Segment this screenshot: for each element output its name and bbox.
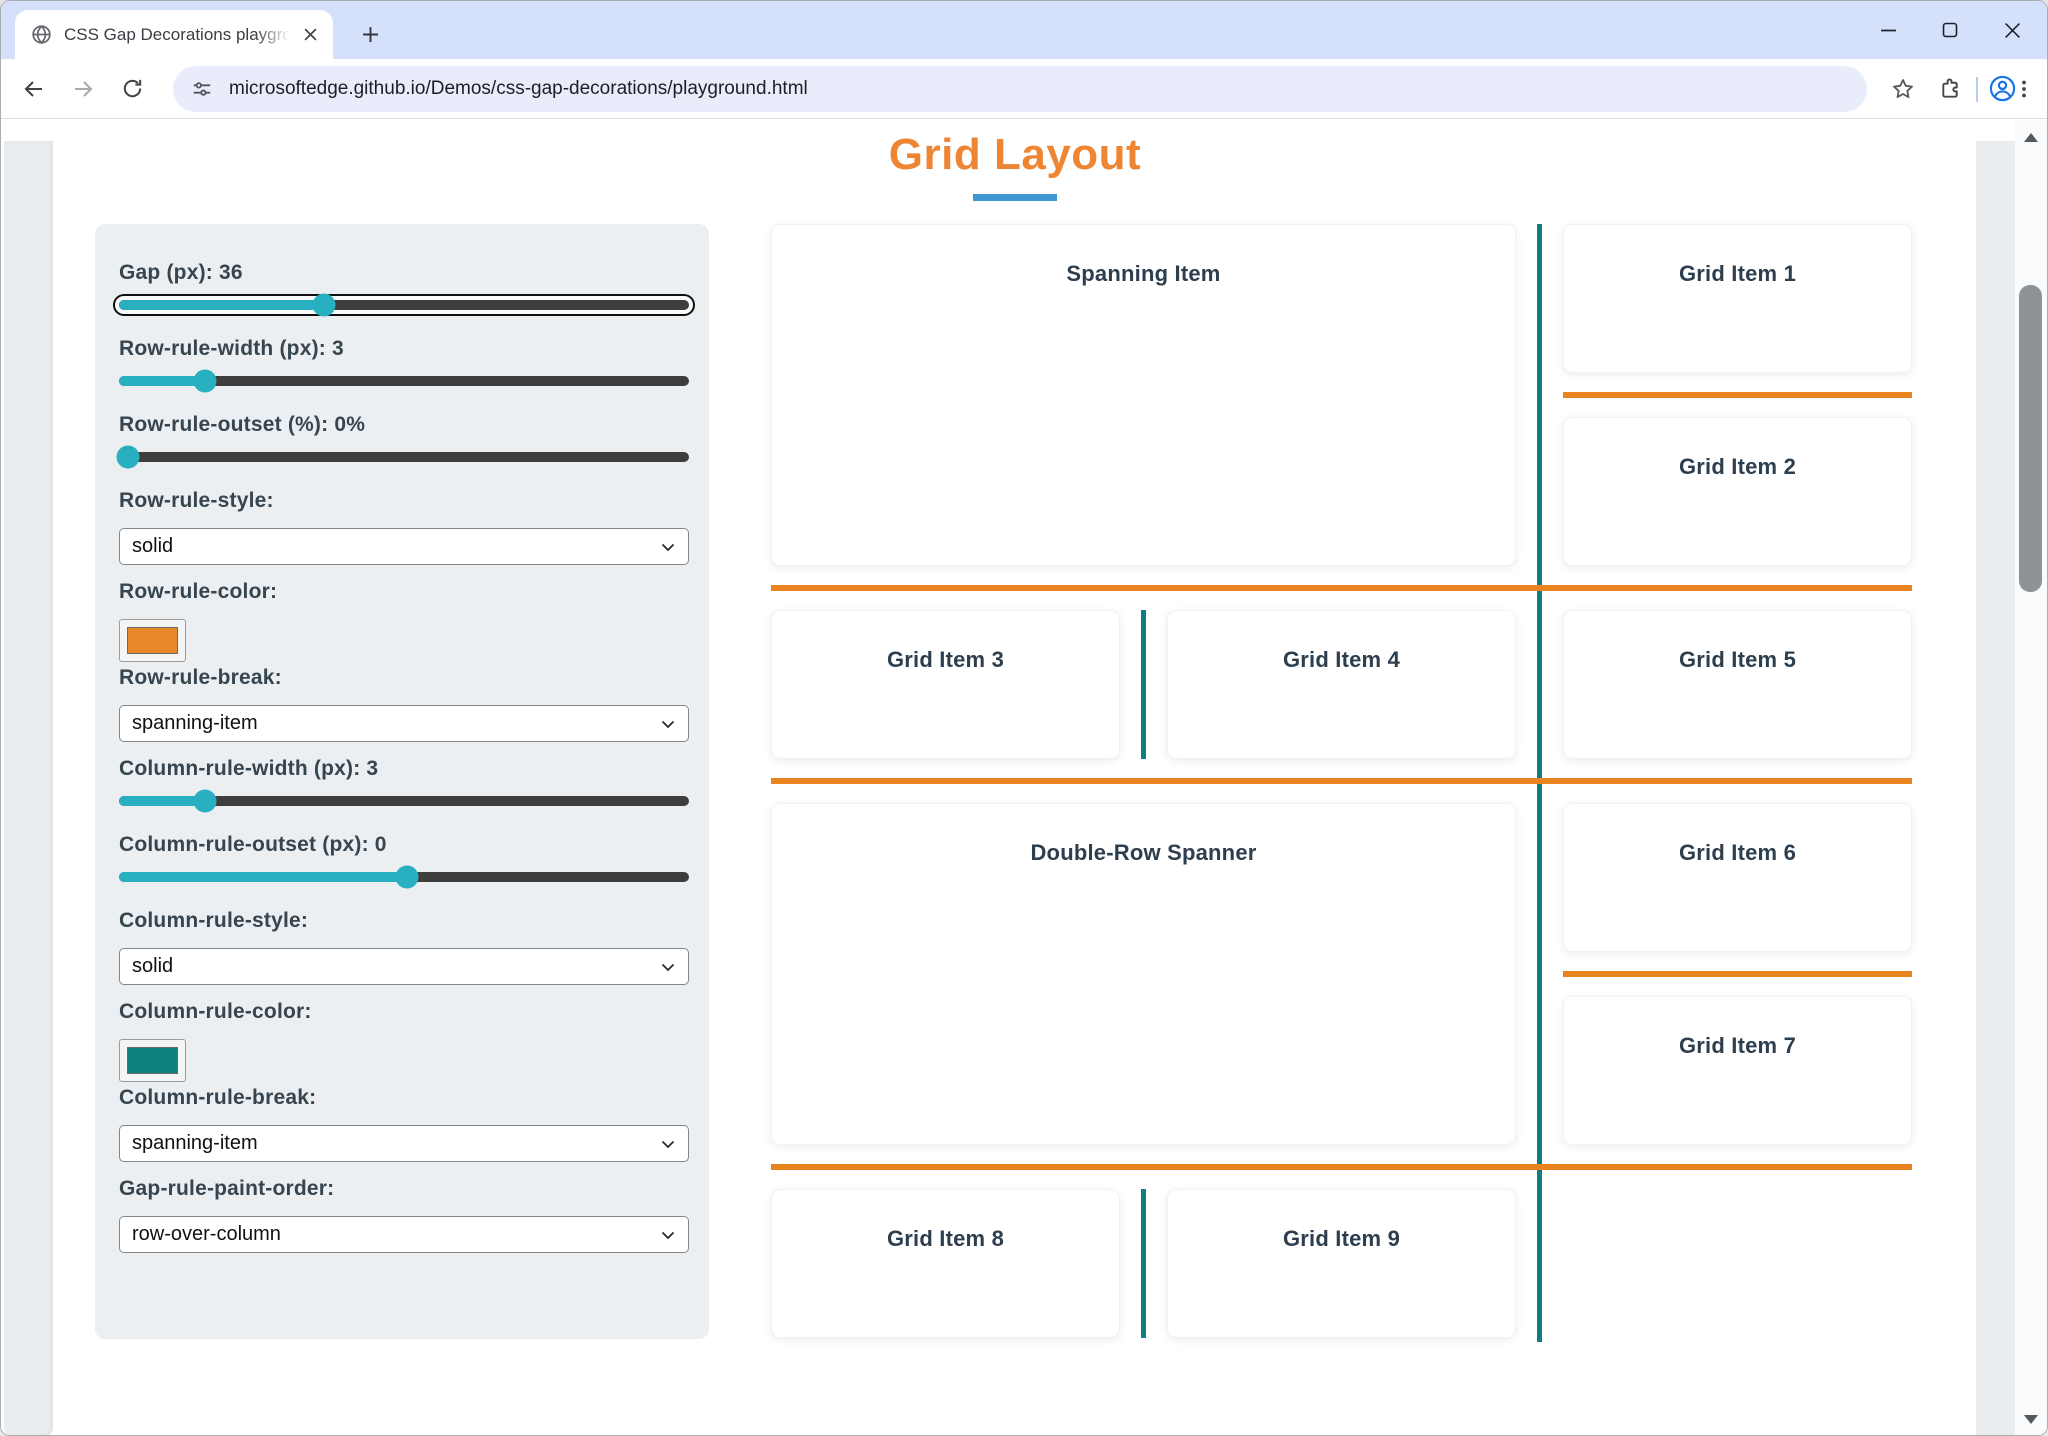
- demo-grid: Spanning Item Grid Item 1 Grid Item 2 Gr…: [771, 224, 1912, 1338]
- row-rule-color-label: Row-rule-color:: [119, 580, 278, 603]
- chevron-down-icon: [660, 1136, 676, 1152]
- column-rule-outset-slider[interactable]: [119, 865, 689, 889]
- menu-dots-icon[interactable]: [2005, 70, 2043, 108]
- vertical-scrollbar[interactable]: [2015, 120, 2047, 1435]
- extensions-puzzle-icon[interactable]: [1931, 70, 1969, 108]
- grid-card-spanning-item: Spanning Item: [771, 224, 1516, 566]
- grid-card-2: Grid Item 2: [1563, 417, 1912, 566]
- browser-toolbar: microsoftedge.github.io/Demos/css-gap-de…: [1, 59, 2047, 119]
- gap-slider[interactable]: [119, 293, 689, 317]
- right-gutter: [1976, 141, 2015, 1435]
- new-tab-button[interactable]: [353, 17, 387, 51]
- scroll-up-icon[interactable]: [2015, 120, 2047, 154]
- grid-card-1: Grid Item 1: [1563, 224, 1912, 373]
- site-settings-icon[interactable]: [191, 78, 213, 100]
- back-button[interactable]: [15, 70, 53, 108]
- scrollbar-thumb[interactable]: [2019, 285, 2042, 592]
- scroll-down-icon[interactable]: [2015, 1402, 2047, 1435]
- column-rule-width-slider[interactable]: [119, 789, 689, 813]
- active-tab[interactable]: CSS Gap Decorations playground: [15, 10, 333, 59]
- reload-button[interactable]: [113, 70, 151, 108]
- title-underline: [973, 194, 1057, 201]
- row-rule-break-label: Row-rule-break:: [119, 666, 282, 689]
- slider-thumb[interactable]: [312, 293, 336, 317]
- grid-card-5: Grid Item 5: [1563, 610, 1912, 759]
- row-rule-width-label: Row-rule-width (px): 3: [119, 337, 344, 360]
- slider-thumb[interactable]: [395, 865, 419, 889]
- grid-card-3: Grid Item 3: [771, 610, 1120, 759]
- tab-strip: CSS Gap Decorations playground: [1, 1, 2047, 59]
- grid-card-7: Grid Item 7: [1563, 996, 1912, 1145]
- row-rule-color-swatch: [127, 627, 178, 654]
- column-rule-outset-label: Column-rule-outset (px): 0: [119, 833, 387, 856]
- chevron-down-icon: [660, 716, 676, 732]
- chevron-down-icon: [660, 1227, 676, 1243]
- grid-card-9: Grid Item 9: [1167, 1189, 1516, 1338]
- column-rule-color-label: Column-rule-color:: [119, 1000, 312, 1023]
- column-rule-style-label: Column-rule-style:: [119, 909, 309, 932]
- left-gutter: [4, 141, 53, 1435]
- gap-label: Gap (px): 36: [119, 261, 243, 284]
- grid-card-8: Grid Item 8: [771, 1189, 1120, 1338]
- slider-thumb[interactable]: [116, 445, 140, 469]
- chevron-down-icon: [660, 959, 676, 975]
- controls-panel: Gap (px): 36 Row-rule-width (px): 3 Row-…: [95, 224, 709, 1339]
- grid-card-4: Grid Item 4: [1167, 610, 1516, 759]
- row-rule-outset-label: Row-rule-outset (%): 0%: [119, 413, 366, 436]
- column-rule-width-label: Column-rule-width (px): 3: [119, 757, 379, 780]
- column-rule-break-label: Column-rule-break:: [119, 1086, 317, 1109]
- grid-card-6: Grid Item 6: [1563, 803, 1912, 952]
- row-rule-width-slider[interactable]: [119, 369, 689, 393]
- slider-thumb[interactable]: [193, 369, 216, 393]
- row-rule-style-select[interactable]: solid: [119, 528, 689, 565]
- gap-rule-paint-order-select[interactable]: row-over-column: [119, 1216, 689, 1253]
- url-text[interactable]: microsoftedge.github.io/Demos/css-gap-de…: [229, 78, 808, 99]
- chevron-down-icon: [660, 539, 676, 555]
- maximize-button[interactable]: [1919, 1, 1981, 59]
- page-title: Grid Layout: [888, 130, 1142, 179]
- column-rule-style-select[interactable]: solid: [119, 948, 689, 985]
- toolbar-divider: [1976, 77, 1978, 102]
- bookmark-star-icon[interactable]: [1884, 70, 1922, 108]
- tab-title: CSS Gap Decorations playground: [64, 24, 297, 44]
- column-rule-color-swatch: [127, 1047, 178, 1074]
- profile-avatar-icon[interactable]: [1983, 70, 2021, 108]
- gap-rule-paint-order-label: Gap-rule-paint-order:: [119, 1177, 335, 1200]
- minimize-button[interactable]: [1857, 1, 1919, 59]
- address-bar[interactable]: microsoftedge.github.io/Demos/css-gap-de…: [173, 66, 1867, 112]
- column-rule-color-input[interactable]: [119, 1039, 186, 1082]
- grid-card-double-row-spanner: Double-Row Spanner: [771, 803, 1516, 1145]
- forward-button[interactable]: [64, 70, 102, 108]
- globe-favicon-icon: [31, 24, 52, 45]
- row-rule-style-label: Row-rule-style:: [119, 489, 274, 512]
- slider-thumb[interactable]: [193, 789, 216, 813]
- page-content: Grid Layout Gap (px): 36 Row-rule-width …: [1, 120, 2047, 1435]
- row-rule-outset-slider[interactable]: [116, 445, 689, 469]
- row-rule-break-select[interactable]: spanning-item: [119, 705, 689, 742]
- tab-close-icon[interactable]: [297, 22, 323, 48]
- close-window-button[interactable]: [1981, 1, 2043, 59]
- column-rule-break-select[interactable]: spanning-item: [119, 1125, 689, 1162]
- row-rule-color-input[interactable]: [119, 619, 186, 662]
